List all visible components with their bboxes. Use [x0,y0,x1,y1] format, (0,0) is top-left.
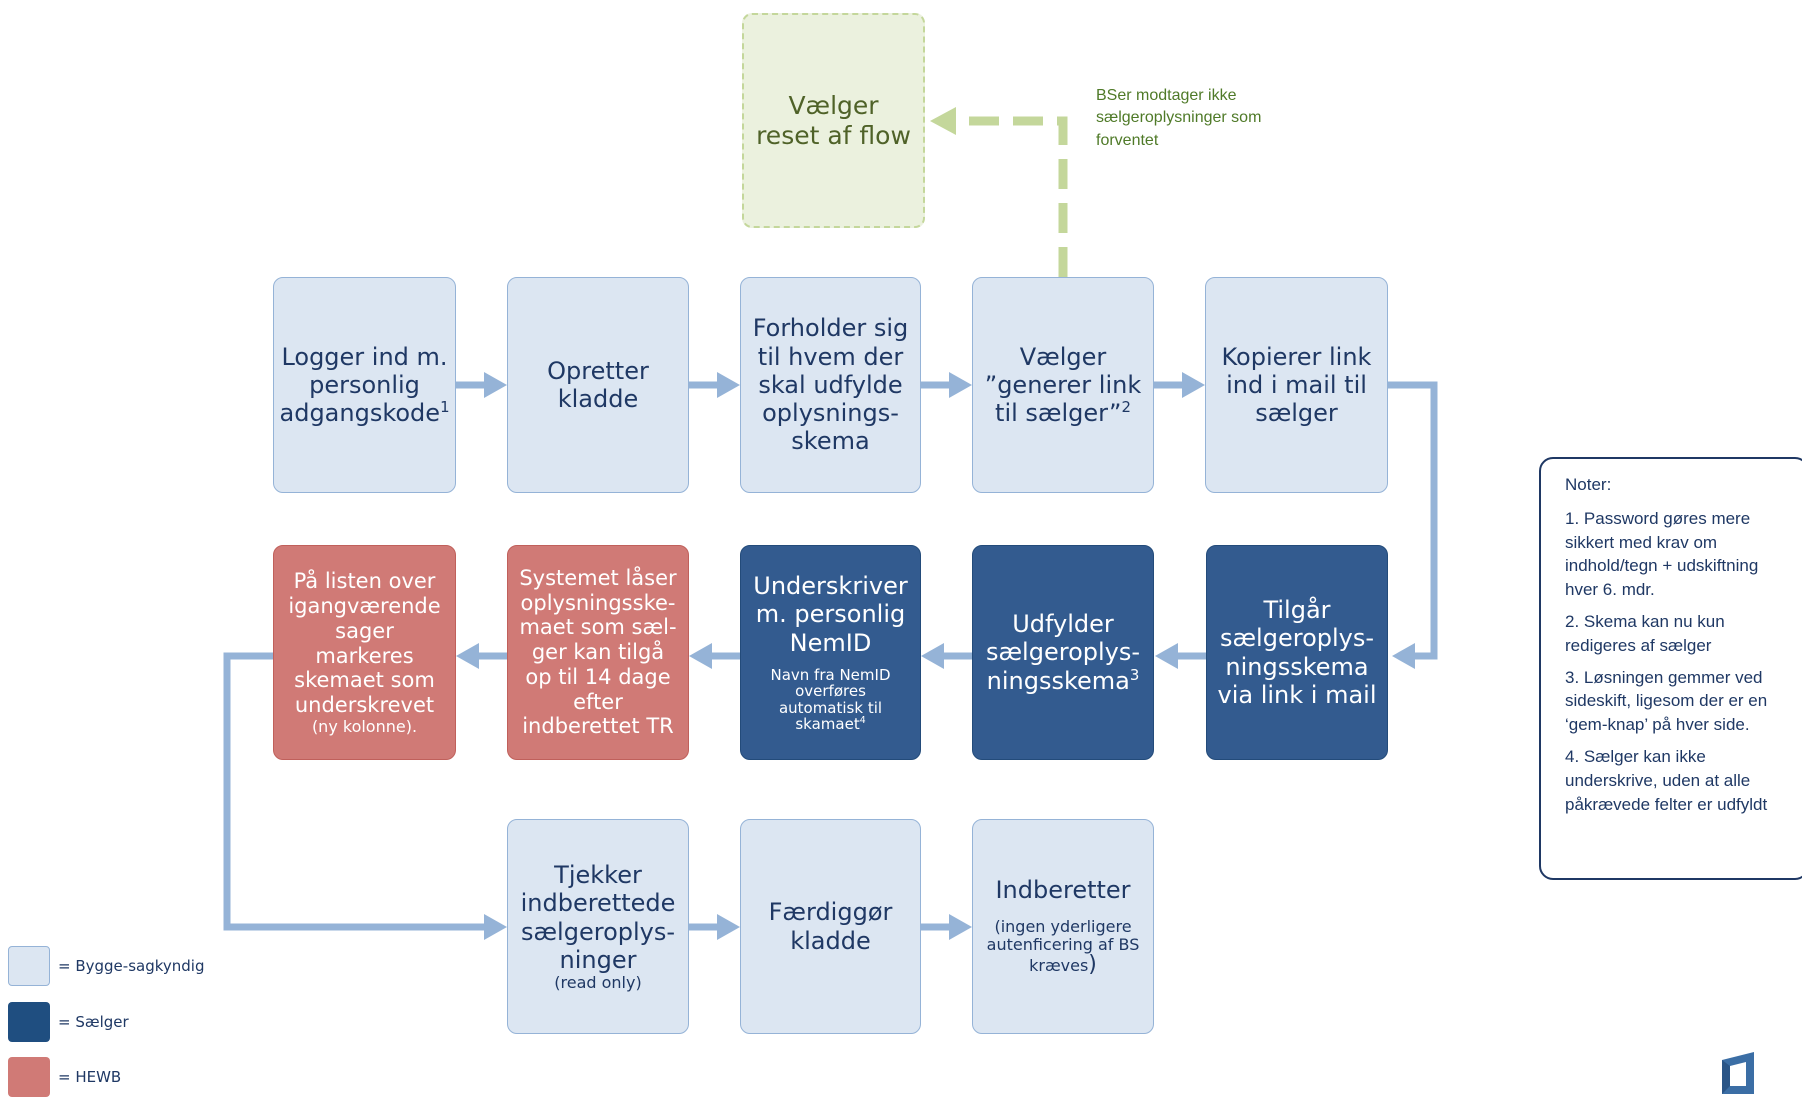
arrowhead [1182,372,1205,398]
step-subtext: (ingen yderligere autenficering af BS kr… [986,916,1140,976]
step-text: Opretter kladde [547,356,649,413]
closing-paren: ) [1088,952,1097,978]
note-4: 4. Sælger kan ikke underskrive, uden at … [1565,746,1768,814]
step-text: Logger ind m. personlig adgangskode [279,342,448,428]
legend-label: = Sælger [58,1013,129,1031]
dashed-arrowhead [930,107,956,135]
step-text: Tilgår sælgeroplys-ningsskema via link i… [1217,595,1377,709]
step-faerdiggoer: Færdiggør kladde [740,819,921,1034]
note-3: 3. Løsningen gemmer ved sideskift, liges… [1565,667,1768,735]
step-kopierer-link: Kopierer link ind i mail til sælger [1205,277,1388,493]
legend-label: = HEWB [58,1068,122,1086]
step-text: Underskriver m. personlig NemID [753,572,908,657]
note-2: 2. Skema kan nu kun redigeres af sælger [1565,611,1725,655]
legend-swatch-dark [8,1002,50,1042]
step-text: Indberetter [995,875,1131,904]
reset-flow-box: Vælger reset af flow [742,13,925,228]
notes-title: Noter: [1565,475,1612,494]
step-generer-link: Vælger ”generer link til sælger”2 [972,277,1154,493]
step-opretter-kladde: Opretter kladde [507,277,689,493]
step-underskriver: Underskriver m. personlig NemID Navn fra… [740,545,921,760]
arrowhead [456,643,479,669]
notes-panel: Noter: 1. Password gøres mere sikkert me… [1539,457,1802,880]
step-forholder-sig: Forholder sig til hvem der skal udfylde … [740,277,921,493]
step-indberetter: Indberetter (ingen yderligere autenficer… [972,819,1154,1034]
step-text: Færdiggør kladde [768,898,893,955]
arrowhead [689,643,712,669]
step-text: På listen over igangværende sager marker… [288,569,441,718]
footnote-ref: 3 [1129,665,1140,684]
arrowhead [484,372,507,398]
arrow-elbow-left [223,652,484,931]
step-text: Systemet låser oplysningsske-maet som sæ… [519,565,677,739]
step-text: Udfylder sælgeroplys-ningsskema [985,610,1141,695]
company-logo-icon [1722,1052,1754,1094]
step-udfylder: Udfylder sælgeroplys-ningsskema3 [972,545,1154,760]
legend-swatch-red [8,1057,50,1097]
step-logger-ind: Logger ind m. personlig adgangskode1 [273,277,456,493]
step-liste-markeres: På listen over igangværende sager marker… [273,545,456,760]
step-subtext: Navn fra NemID overføres automatisk til … [770,665,891,734]
arrowhead [949,372,972,398]
step-text: Tjekker indberettede sælgeroplys-ninger [520,861,676,975]
footnote-ref: 4 [859,715,866,727]
arrowhead [1392,643,1415,669]
note-1: 1. Password gøres mere sikkert med krav … [1565,508,1759,600]
arrowhead [1155,643,1178,669]
arrowhead [921,643,944,669]
step-subtext: (ny kolonne). [311,717,418,736]
reset-flow-text: Vælger reset af flow [756,91,911,150]
step-text: Vælger ”generer link til sælger” [984,342,1142,428]
footnote-ref: 1 [440,398,450,417]
arrowhead [717,372,740,398]
legend-label: = Bygge-sagkyndig [58,957,205,975]
step-system-laaser: Systemet låser oplysningsske-maet som sæ… [507,545,689,760]
reset-note: BSer modtager ikke sælgeroplysninger som… [1096,87,1262,149]
arrowhead [717,914,740,940]
dashed-reset-arrow [960,116,1068,277]
step-tjekker: Tjekker indberettede sælgeroplys-ninger … [507,819,689,1034]
legend-swatch-light [8,946,50,986]
step-text: Forholder sig til hvem der skal udfylde … [752,314,909,456]
step-tilgaar: Tilgår sælgeroplys-ningsskema via link i… [1206,545,1388,760]
step-subtext: (read only) [554,973,642,993]
footnote-ref: 2 [1121,398,1131,417]
step-text: Kopierer link ind i mail til sælger [1221,342,1372,428]
arrow-elbow-right [1388,381,1438,660]
arrowhead [949,914,972,940]
arrowhead [484,914,507,940]
